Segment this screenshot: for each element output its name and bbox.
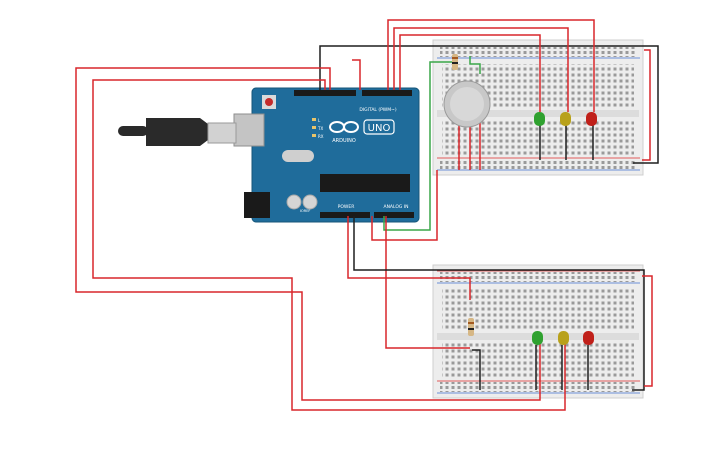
digital-header-right [362,90,412,96]
capacitor-2 [302,194,318,210]
capacitor-1 [286,194,302,210]
led-yellow-bottom[interactable] [558,331,569,345]
digital-label: DIGITAL (PWM~) [359,107,397,113]
resistor-top[interactable] [452,54,458,70]
resistor-bottom[interactable] [468,318,474,336]
wires [75,19,659,411]
uno-badge [363,119,395,135]
l-label: L [318,118,321,123]
usb-port [233,113,265,147]
analog-label: ANALOG IN [383,204,408,210]
crystal [282,150,314,162]
chip-icon [320,174,410,192]
led-yellow-top[interactable] [560,112,571,126]
gas-sensor-icon[interactable] [443,80,491,128]
reset-button-icon[interactable] [262,95,276,109]
power-label: POWER [338,204,355,210]
power-header [320,212,370,218]
ioref-label: IOREF [300,209,310,213]
power-jack-icon [244,192,270,218]
led-green-bottom[interactable] [532,331,543,345]
digital-header-left [294,90,356,96]
rx-label: RX [318,134,324,139]
maker-label: ARDUINO [332,138,356,144]
usb-cable-icon[interactable] [118,118,237,146]
analog-header [374,212,414,218]
arduino-uno-board[interactable]: UNO ARDUINO DIGITAL (PWM~) ANALOG IN POW… [233,87,420,223]
brand-label: UNO [368,123,391,134]
arduino-logo-icon [329,121,359,133]
led-red-bottom[interactable] [583,331,594,345]
led-green-top[interactable] [534,112,545,126]
tx-label: TX [317,126,323,131]
led-red-top[interactable] [586,112,597,126]
